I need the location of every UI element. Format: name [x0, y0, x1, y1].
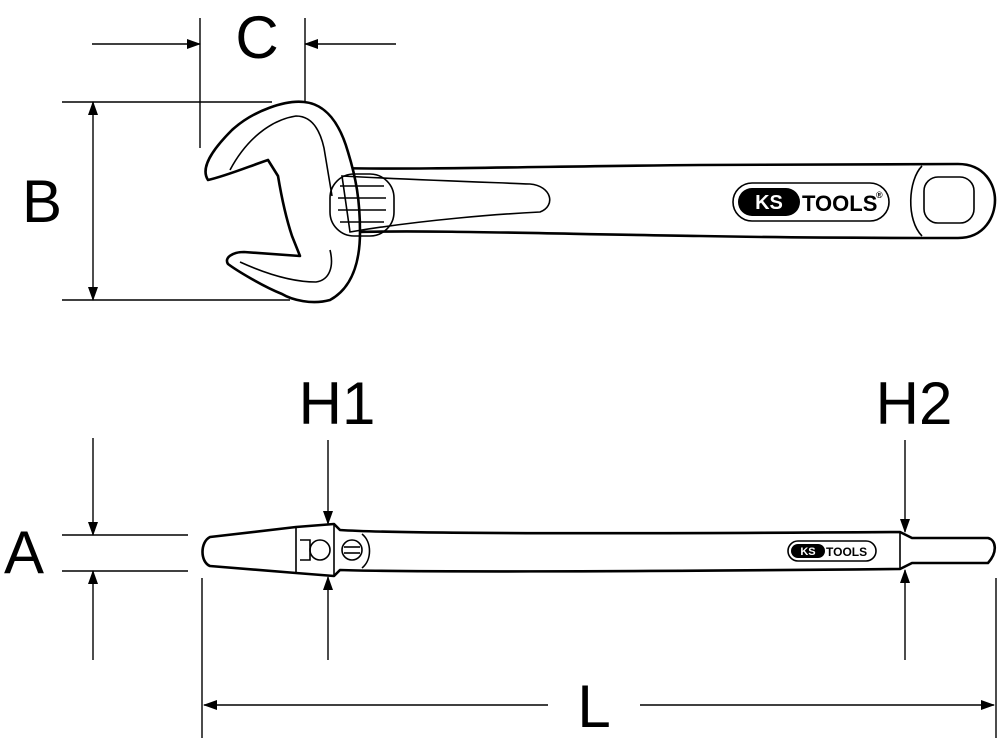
wrench-side-view: KS TOOLS	[201, 522, 997, 578]
wrench-top-view: KS TOOLS ®	[204, 100, 997, 304]
side-screw	[341, 539, 363, 561]
label-c: C	[235, 4, 278, 71]
svg-text:KS: KS	[800, 546, 815, 558]
ks-tools-logo: KS TOOLS ®	[732, 182, 890, 222]
svg-text:KS: KS	[755, 192, 783, 214]
dimension-l: L	[201, 578, 997, 740]
side-jaw-notch	[300, 539, 311, 561]
dimension-a: A	[4, 438, 188, 660]
wrench-handle	[333, 162, 997, 240]
label-h2: H2	[876, 370, 953, 437]
hang-hole	[923, 176, 975, 224]
worm-screw-housing	[329, 173, 395, 237]
ks-tools-logo-small: KS TOOLS	[787, 540, 877, 562]
handle-slot	[341, 175, 551, 233]
dimension-c: C	[92, 4, 396, 148]
lower-jaw-line	[239, 249, 333, 283]
label-b: B	[22, 168, 62, 235]
label-a: A	[4, 519, 44, 586]
dimension-h1: H1	[299, 370, 376, 660]
dimension-b: B	[22, 101, 290, 301]
handle-end-line	[909, 165, 923, 237]
side-profile	[201, 522, 997, 578]
dimension-h2: H2	[876, 370, 953, 660]
jaw-inner-line	[229, 115, 333, 197]
side-jaw-block	[295, 523, 335, 577]
worm-screw-threads	[338, 185, 386, 223]
svg-text:TOOLS: TOOLS	[826, 545, 867, 559]
label-l: L	[577, 673, 610, 740]
label-h1: H1	[299, 370, 376, 437]
side-neck-line	[361, 533, 371, 569]
svg-text:TOOLS: TOOLS	[802, 191, 877, 216]
svg-text:®: ®	[876, 190, 883, 200]
wrench-head	[204, 100, 362, 304]
